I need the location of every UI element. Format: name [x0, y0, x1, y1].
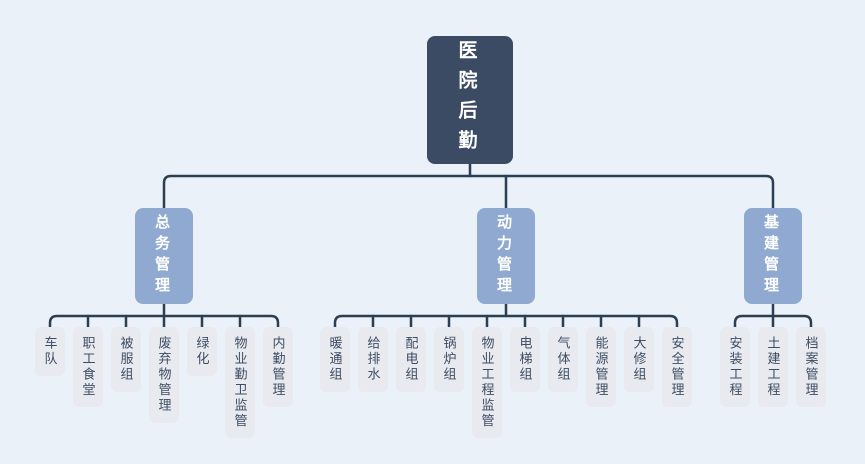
org-node-leaf: 车队	[35, 327, 65, 376]
org-node-leaf: 物业勤卫监管	[225, 327, 255, 438]
org-node-leaf-label: 暖通组	[327, 336, 343, 383]
org-node-leaf-label: 安装工程	[727, 336, 743, 398]
org-node-leaf: 职工食堂	[73, 327, 103, 407]
org-node-leaf: 安装工程	[720, 327, 750, 407]
org-node-branch-label: 动力管理	[495, 214, 512, 298]
org-node-leaf-label: 内勤管理	[270, 336, 286, 398]
org-node-branch-label: 基建管理	[762, 214, 779, 298]
org-node-branch: 基建管理	[744, 208, 802, 304]
org-node-leaf-label: 气体组	[555, 336, 571, 383]
org-node-leaf: 大修组	[624, 327, 654, 392]
org-node-leaf-label: 物业勤卫监管	[232, 336, 248, 429]
org-node-leaf-label: 能源管理	[593, 336, 609, 398]
org-node-leaf: 安全管理	[662, 327, 692, 407]
org-node-leaf-label: 大修组	[631, 336, 647, 383]
org-node-leaf: 内勤管理	[263, 327, 293, 407]
org-node-leaf-label: 土建工程	[765, 336, 781, 398]
org-node-leaf: 能源管理	[586, 327, 616, 407]
org-node-leaf-label: 电梯组	[517, 336, 533, 383]
org-node-leaf: 配电组	[396, 327, 426, 392]
org-node-root: 医院后勤	[427, 36, 513, 164]
org-node-leaf: 给排水	[358, 327, 388, 392]
org-node-leaf: 土建工程	[758, 327, 788, 407]
org-node-leaf-label: 职工食堂	[80, 336, 96, 398]
org-node-leaf: 暖通组	[320, 327, 350, 392]
org-node-leaf: 电梯组	[510, 327, 540, 392]
org-node-leaf-label: 绿化	[194, 336, 210, 367]
org-node-leaf: 废弃物管理	[149, 327, 179, 423]
org-node-leaf-label: 被服组	[118, 336, 134, 383]
org-node-leaf-label: 物业工程监管	[479, 336, 495, 429]
org-node-leaf-label: 车队	[42, 336, 58, 367]
org-node-branch: 动力管理	[477, 208, 535, 304]
org-node-leaf-label: 配电组	[403, 336, 419, 383]
org-node-leaf: 物业工程监管	[472, 327, 502, 438]
org-node-leaf: 档案管理	[796, 327, 826, 407]
org-node-leaf-label: 档案管理	[803, 336, 819, 398]
org-node-leaf-label: 废弃物管理	[156, 336, 172, 414]
org-node-leaf: 锅炉组	[434, 327, 464, 392]
org-node-branch-label: 总务管理	[153, 214, 170, 298]
org-node-leaf-label: 给排水	[365, 336, 381, 383]
org-node-leaf-label: 安全管理	[669, 336, 685, 398]
org-node-leaf-label: 锅炉组	[441, 336, 457, 383]
org-node-leaf: 被服组	[111, 327, 141, 392]
org-node-leaf: 绿化	[187, 327, 217, 376]
org-node-branch: 总务管理	[135, 208, 193, 304]
org-node-root-label: 医院后勤	[455, 40, 477, 160]
org-node-leaf: 气体组	[548, 327, 578, 392]
